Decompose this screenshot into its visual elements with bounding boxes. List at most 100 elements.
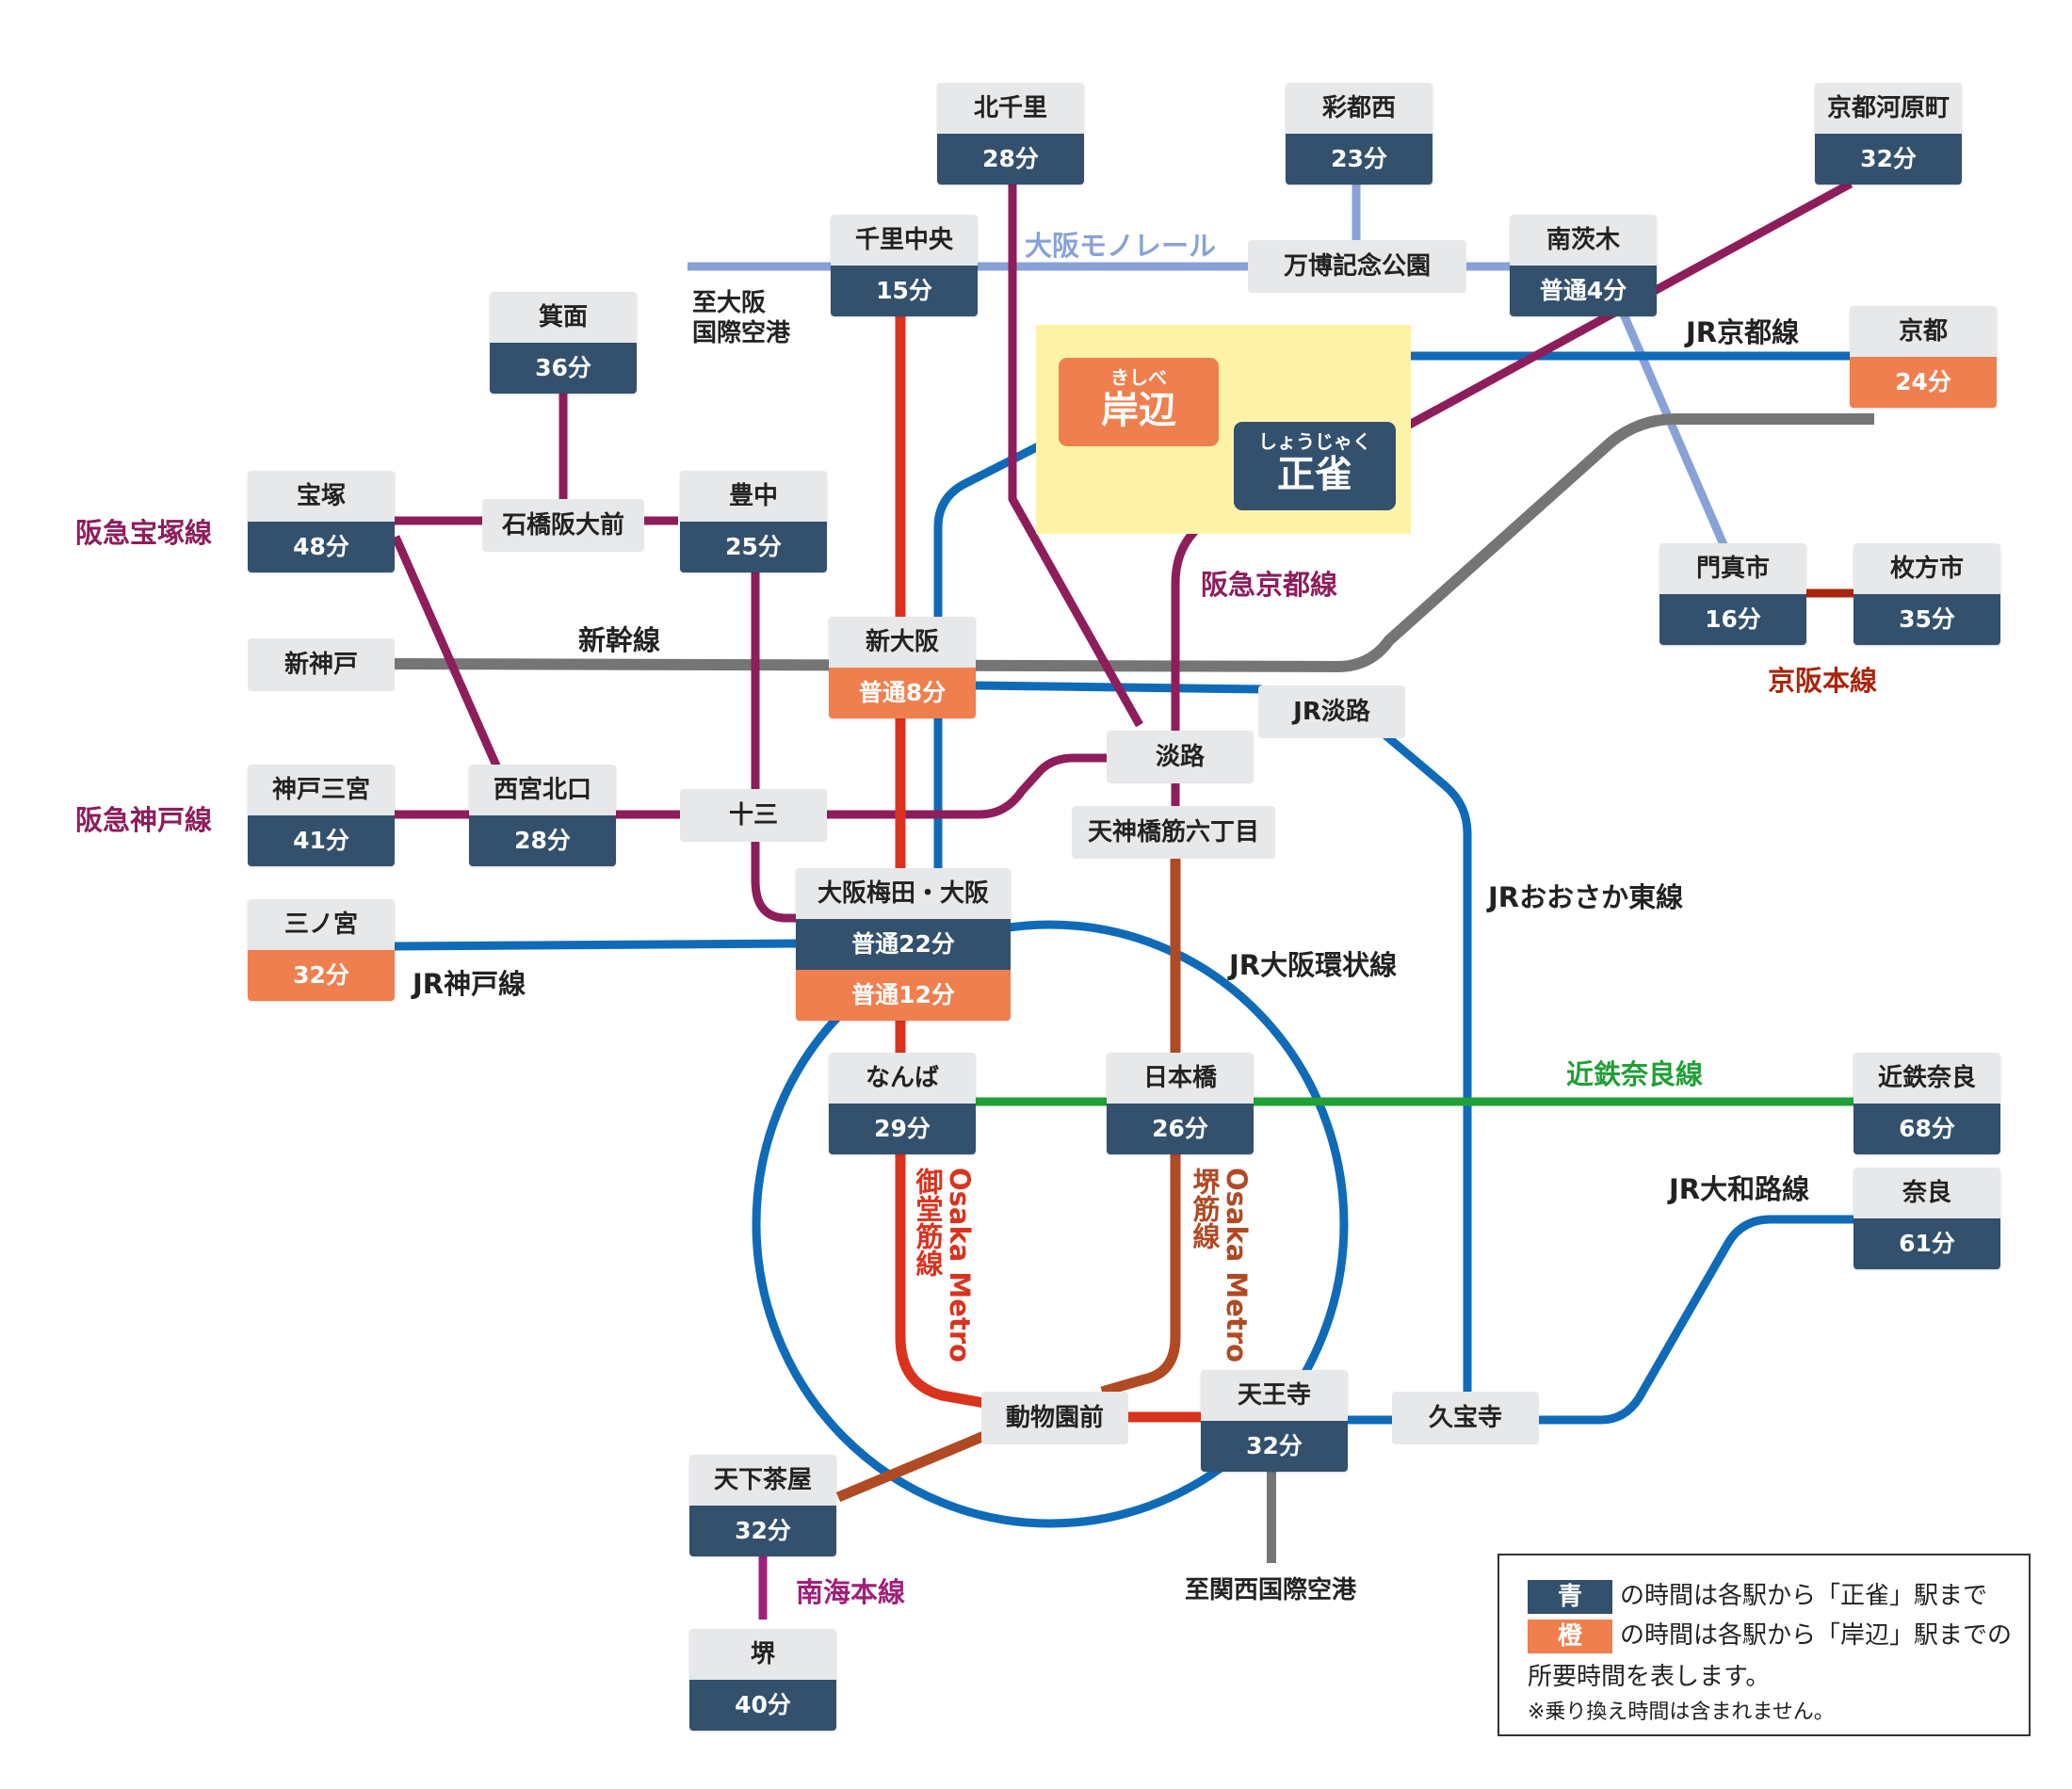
station-name: なんば: [829, 1053, 976, 1104]
chip-juso[interactable]: 十三: [680, 789, 827, 842]
chip-bampaku[interactable]: 万博記念公園: [1248, 240, 1466, 293]
chip-kubouji[interactable]: 久宝寺: [1392, 1392, 1539, 1444]
label-midosuji-company: Osaka Metro: [944, 1168, 976, 1363]
time-to-shojaku: 41分: [248, 815, 395, 866]
label-hankyu-kobe: 阪急神戸線: [75, 804, 213, 836]
jr-kobe-line: [393, 939, 801, 951]
station-name: 近鉄奈良: [1853, 1053, 2000, 1104]
sakaisuji-line: [1100, 857, 1181, 1397]
time-to-shojaku: 61分: [1853, 1218, 2000, 1269]
station-name: 箕面: [490, 292, 637, 343]
label-sakaisuji: Osaka Metro 堺筋線: [1189, 1168, 1253, 1362]
chip-awaji[interactable]: 淡路: [1107, 731, 1254, 783]
station-minamiibaraki[interactable]: 南茨木普通4分: [1510, 215, 1657, 316]
station-umeda[interactable]: 大阪梅田・大阪普通22分普通12分: [796, 868, 1011, 1021]
time-to-shojaku: 32分: [1815, 134, 1962, 185]
label-nankai: 南海本線: [796, 1576, 906, 1608]
label-shinkansen: 新幹線: [578, 624, 661, 656]
time-to-shojaku: 32分: [689, 1506, 836, 1556]
kishibe-ruby: きしべ: [1110, 366, 1167, 389]
time-to-shojaku: 36分: [490, 343, 637, 394]
time-to-shojaku: 40分: [689, 1680, 836, 1731]
hankyu-kobe-line: [394, 753, 1107, 819]
chip-ishibashi[interactable]: 石橋阪大前: [482, 499, 644, 552]
label-monorail: 大阪モノレール: [1025, 230, 1217, 262]
shojaku-ruby: しょうじゃく: [1258, 430, 1371, 453]
station-name: 新大阪: [829, 617, 976, 668]
label-midosuji: Osaka Metro 御堂筋線: [912, 1168, 976, 1362]
station-name: 奈良: [1853, 1168, 2000, 1218]
station-name: 彩都西: [1286, 83, 1433, 134]
chip-jrawaji[interactable]: JR淡路: [1258, 685, 1405, 738]
time-to-kishibe: 24分: [1850, 357, 1997, 408]
station-name: 北千里: [937, 83, 1084, 134]
monorail-branch-line: [1613, 299, 1733, 557]
kishibe-station[interactable]: きしべ 岸辺: [1059, 358, 1219, 446]
shinkansen-line: [393, 413, 1874, 673]
chip-shinkobe[interactable]: 新神戸: [248, 638, 395, 691]
chip-tenjinbashi[interactable]: 天神橋筋六丁目: [1072, 806, 1275, 859]
station-name: 南茨木: [1510, 215, 1657, 266]
note-to-itami: 至大阪 国際空港: [692, 288, 790, 348]
station-name: 京都河原町: [1815, 83, 1962, 134]
time-to-shojaku: 普通22分: [796, 919, 1011, 970]
station-name: 枚方市: [1853, 543, 2000, 594]
label-midosuji-name: 御堂筋線: [912, 1168, 944, 1277]
note-to-itami-line2: 国際空港: [692, 319, 791, 347]
label-jr-yamatoji: JR大和路線: [1669, 1173, 1810, 1205]
station-name: 大阪梅田・大阪: [796, 868, 1011, 919]
time-to-kishibe: 普通8分: [829, 668, 976, 718]
time-to-shojaku: 28分: [937, 134, 1084, 185]
time-to-shojaku: 23分: [1286, 134, 1433, 185]
legend-orange-swatch: 橙: [1528, 1619, 1612, 1653]
shojaku-station[interactable]: しょうじゃく 正雀: [1234, 422, 1396, 510]
station-name: 日本橋: [1107, 1053, 1254, 1104]
label-keihan: 京阪本線: [1768, 665, 1878, 697]
shojaku-name: 正雀: [1277, 453, 1352, 496]
hankyu-senri-line: [1008, 184, 1143, 728]
label-jr-kyoto: JR京都線: [1686, 316, 1800, 348]
chip-dobutsuen[interactable]: 動物園前: [981, 1392, 1128, 1444]
station-name: 堺: [689, 1629, 836, 1680]
station-name: 天王寺: [1201, 1370, 1348, 1421]
time-to-kishibe: 32分: [248, 950, 395, 1001]
note-to-itami-line1: 至大阪: [692, 289, 767, 317]
time-to-shojaku: 26分: [1107, 1104, 1254, 1154]
note-to-kix: 至関西国際空港: [1185, 1576, 1357, 1604]
time-to-shojaku: 普通4分: [1510, 266, 1657, 316]
station-name: 千里中央: [831, 215, 978, 266]
legend-row-orange: 橙の時間は各駅から「岸辺」駅までの: [1528, 1616, 2012, 1653]
jr-yamatoji-line: [1337, 1215, 1855, 1425]
label-sakaisuji-company: Osaka Metro: [1221, 1168, 1253, 1363]
time-to-shojaku: 15分: [831, 266, 978, 316]
station-name: 京都: [1850, 306, 1997, 357]
time-to-shojaku: 28分: [469, 815, 616, 866]
legend-row-blue: 青の時間は各駅から「正雀」駅まで: [1528, 1576, 1987, 1614]
label-jr-osaka-higashi: JRおおさか東線: [1488, 881, 1684, 913]
station-shinosaka[interactable]: 新大阪普通8分: [829, 617, 976, 718]
time-to-shojaku: 32分: [1201, 1421, 1348, 1472]
station-name: 西宮北口: [469, 765, 616, 815]
station-name: 三ノ宮: [248, 899, 395, 950]
